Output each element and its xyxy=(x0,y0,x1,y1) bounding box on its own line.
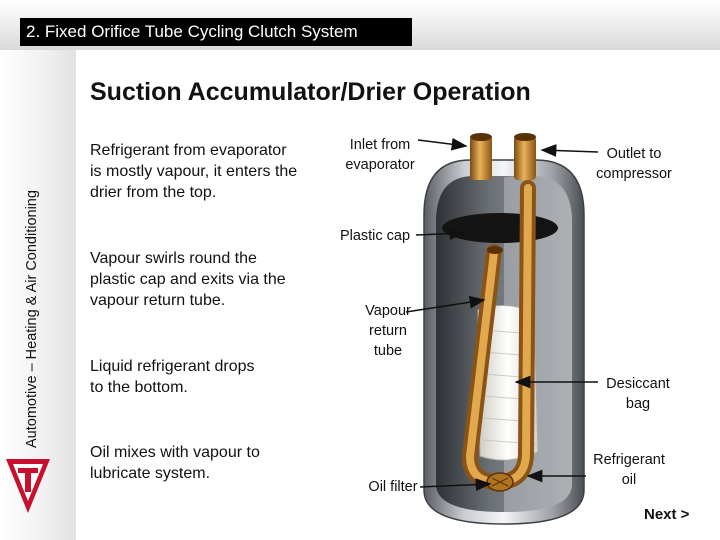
label-plastic-cap: Plastic cap xyxy=(339,228,411,244)
logo-icon xyxy=(6,459,50,513)
next-button[interactable]: Next > xyxy=(644,506,690,523)
plastic-cap xyxy=(442,213,558,243)
section-title-bar: 2. Fixed Orifice Tube Cycling Clutch Sys… xyxy=(20,18,412,46)
inlet-outlet-pipes xyxy=(470,133,536,180)
arrow-plastic-cap xyxy=(415,227,466,240)
oil-filter xyxy=(486,472,514,492)
arrow-outlet xyxy=(540,144,599,157)
arrow-vapour-tube xyxy=(405,295,486,313)
arrow-inlet xyxy=(417,137,468,151)
arrow-oil-filter xyxy=(419,478,492,492)
side-strip xyxy=(0,50,76,540)
label-oil-filter: Oil filter xyxy=(368,479,418,495)
page-title: Suction Accumulator/Drier Operation xyxy=(90,78,531,106)
